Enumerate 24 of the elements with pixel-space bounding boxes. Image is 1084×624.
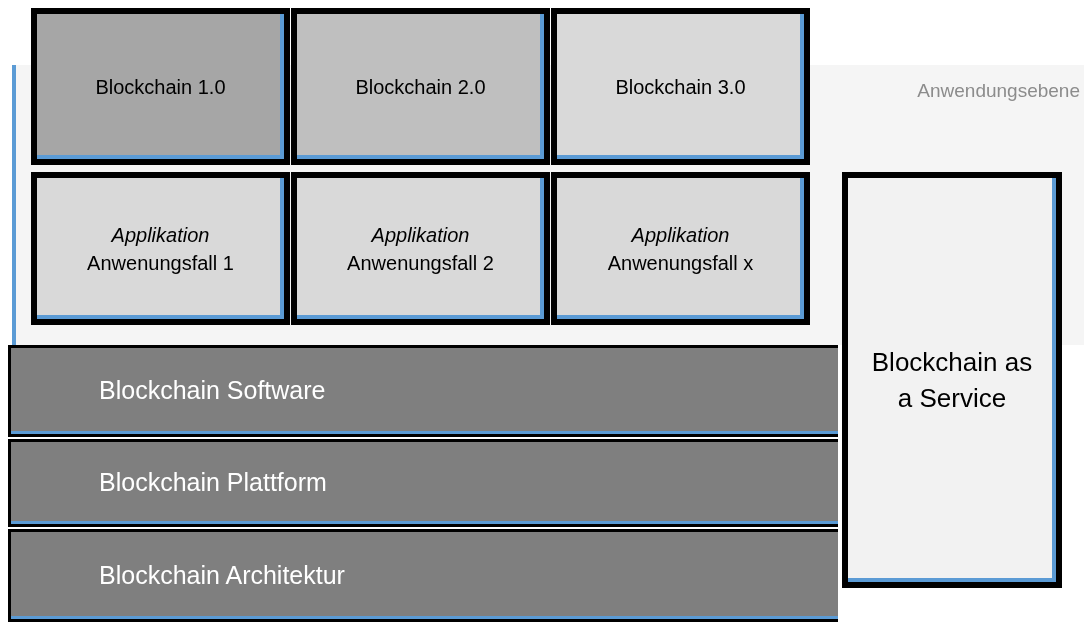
box-label: Blockchain 1.0: [95, 74, 226, 100]
layer-box: [551, 8, 810, 165]
layer-bar: [8, 439, 838, 527]
box-label: Blockchain as a Service: [870, 346, 1034, 415]
box-label: Anwenungsfall 2: [347, 250, 494, 276]
layer-box: [291, 172, 550, 325]
box-label: Anwenungsfall 1: [87, 250, 234, 276]
layer-label: Anwendungsebene: [917, 79, 1080, 103]
layer-box: [31, 172, 290, 325]
layer-box: [551, 172, 810, 325]
box-heading: Applikation: [111, 222, 210, 248]
box-label: Blockchain 3.0: [615, 74, 746, 100]
layer-bar: [8, 345, 838, 437]
service-box: [842, 172, 1062, 588]
box-heading: Applikation: [371, 222, 470, 248]
box-heading: Applikation: [631, 222, 730, 248]
layer-bar: [8, 529, 838, 622]
layer-label: Blockchain Software: [99, 375, 326, 407]
layer-label: Blockchain Plattform: [99, 467, 327, 499]
layer-box: [291, 8, 550, 165]
layer-label: Blockchain Architektur: [99, 559, 345, 591]
box-label: Blockchain 2.0: [355, 74, 486, 100]
layer-box: [31, 8, 290, 165]
box-label: Anwenungsfall x: [607, 250, 754, 276]
